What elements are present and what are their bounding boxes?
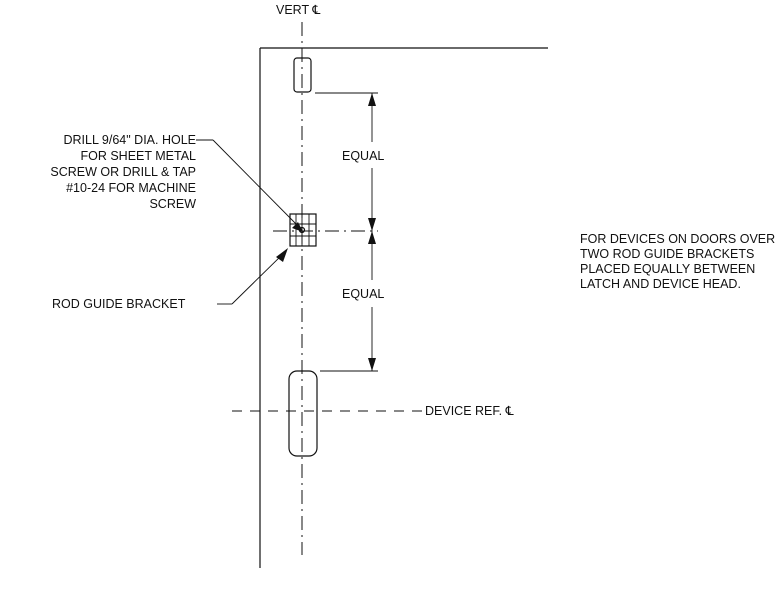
side-note-line: TWO ROD GUIDE BRACKETS [580, 247, 754, 261]
side-note-line: FOR DEVICES ON DOORS OVER 8'-0" USE [580, 232, 779, 246]
rod-guide-bracket-shape [289, 213, 317, 247]
side-note: FOR DEVICES ON DOORS OVER 8'-0" USE TWO … [580, 232, 779, 291]
dimension-line [368, 93, 376, 371]
device-ref-centerline-label: DEVICE REF. ℄ [425, 404, 514, 418]
drill-note-leader [196, 139, 303, 232]
drill-note-line: FOR SHEET METAL [80, 149, 196, 163]
door-frame [259, 47, 548, 568]
side-note-line: PLACED EQUALLY BETWEEN [580, 262, 755, 276]
vert-centerline-label: VERT ℄ [276, 3, 320, 17]
drill-note-line: #10-24 FOR MACHINE [66, 181, 196, 195]
rod-guide-leader [217, 248, 288, 305]
top-latch-slot [293, 57, 312, 93]
device-head [288, 370, 318, 457]
equal-bottom-label: EQUAL [342, 287, 384, 301]
side-note-line: LATCH AND DEVICE HEAD. [580, 277, 741, 291]
drill-note-line: DRILL 9/64" DIA. HOLE [63, 133, 196, 147]
drill-note-line: SCREW OR DRILL & TAP [50, 165, 196, 179]
rod-guide-bracket-label: ROD GUIDE BRACKET [52, 297, 186, 311]
drill-note-line: SCREW [149, 197, 196, 211]
drill-note: DRILL 9/64" DIA. HOLE FOR SHEET METAL SC… [50, 133, 196, 211]
equal-top-label: EQUAL [342, 149, 384, 163]
extension-lines [315, 92, 378, 372]
